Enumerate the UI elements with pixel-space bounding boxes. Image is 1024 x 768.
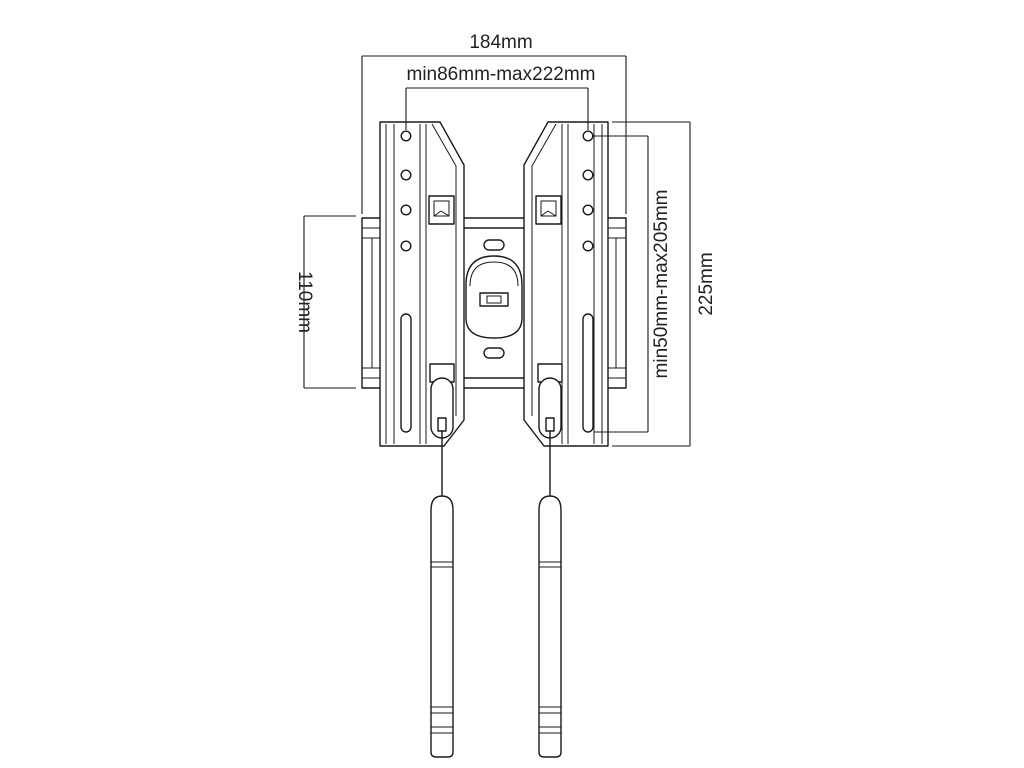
center-slot-bottom [483, 347, 505, 359]
left-bracket-arm [379, 121, 465, 447]
center-slot-top [483, 239, 505, 251]
dimension-vertical-hole-spacing: min50mm-max205mm [594, 135, 672, 433]
left-arm-holes [400, 130, 412, 252]
right-bracket-arm [523, 121, 609, 447]
hole-spacing-label: min86mm-max222mm [407, 64, 596, 85]
left-safety-lock [429, 363, 455, 439]
right-arm-slot [582, 313, 594, 433]
overall-height-label: 225mm [696, 252, 717, 315]
right-safety-lock [537, 363, 563, 439]
center-lock [479, 292, 509, 307]
dimension-hole-spacing: min86mm-max222mm [405, 64, 596, 130]
left-pull-handle [430, 495, 454, 758]
right-pull-handle [538, 495, 562, 758]
left-arm-clip [428, 195, 455, 225]
right-arm-holes [582, 130, 594, 252]
vertical-hole-spacing-label: min50mm-max205mm [651, 190, 672, 379]
left-pull-cord [430, 430, 454, 758]
center-plate [461, 227, 527, 379]
right-pull-cord [538, 430, 562, 758]
overall-width-label: 184mm [469, 32, 532, 53]
dimension-overall-width: 184mm [361, 32, 627, 214]
right-arm-clip [535, 195, 562, 225]
dimension-overall-height: 225mm [612, 121, 717, 447]
dimension-wall-plate-height: 110mm [294, 215, 356, 389]
left-arm-slot [400, 313, 412, 433]
wall-plate-height-label: 110mm [294, 271, 315, 333]
